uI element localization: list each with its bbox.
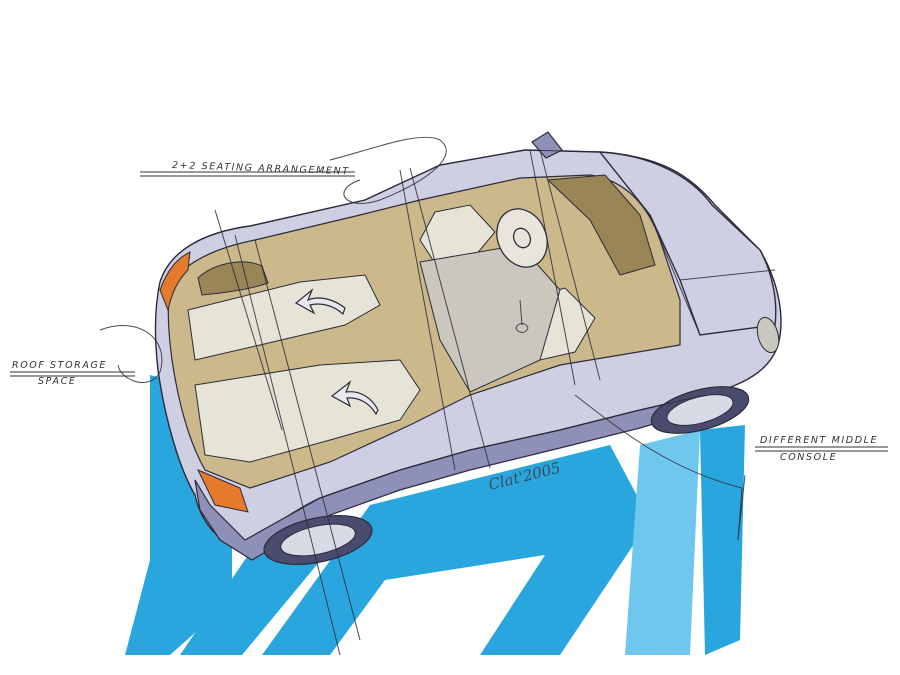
rear-headrest (197, 261, 269, 296)
label-roof-storage-space: SPACE (38, 376, 76, 387)
dashboard (546, 174, 656, 276)
ink-line (574, 394, 746, 541)
shadow-band-center (180, 545, 325, 655)
ink-line (399, 167, 491, 471)
seat-arrow-upper (294, 288, 346, 316)
headlight (756, 316, 780, 354)
seat-arrow-lower (330, 380, 379, 416)
cabin-interior (167, 174, 681, 489)
ink-line (214, 209, 361, 656)
wheels (263, 386, 750, 565)
label-different-middle: DIFFERENT MIDDLE (760, 435, 878, 446)
side-mirror (531, 131, 563, 159)
tail-light-bottom (196, 469, 249, 513)
lights (159, 251, 780, 513)
ink-line (329, 136, 447, 204)
label-seating-arrangement: 2+2 SEATING ARRANGEMENT (172, 160, 350, 177)
ink-line (99, 325, 163, 383)
shadow-band-right (625, 430, 700, 655)
steering-hub (512, 227, 532, 249)
leader-seating (140, 171, 355, 177)
ink-line (529, 149, 601, 386)
tail-light-top (159, 251, 191, 312)
shadow-streak-right (700, 425, 745, 655)
gear-lever (515, 299, 529, 333)
leader-console (755, 446, 888, 452)
ink-line (599, 151, 776, 336)
ink-line (319, 394, 706, 499)
label-console: CONSOLE (780, 452, 837, 463)
ink-line (159, 149, 601, 283)
leader-roof (10, 371, 135, 377)
construction-lines (99, 136, 776, 656)
controls (496, 208, 548, 333)
rear-bench-lower (194, 359, 421, 463)
rear-bench-upper (187, 274, 381, 361)
annotation-leaders (10, 171, 888, 452)
shadow-band-front (262, 445, 650, 655)
seat-arrows (294, 288, 379, 416)
label-roof-storage: ROOF STORAGE (12, 360, 107, 371)
wheel-rear-left-rim (280, 523, 356, 557)
